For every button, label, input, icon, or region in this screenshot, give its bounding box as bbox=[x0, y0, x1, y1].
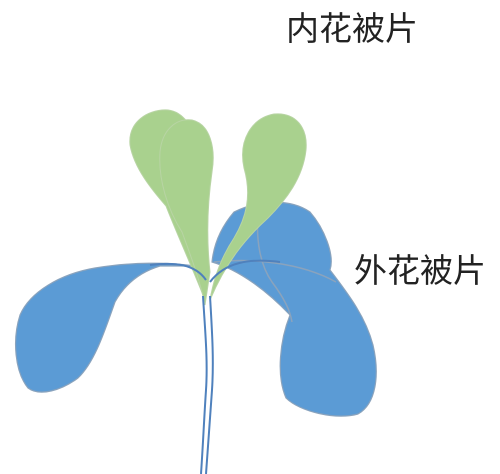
inner-tepal-label: 内花被片 bbox=[286, 12, 418, 45]
stem bbox=[201, 296, 207, 474]
outer-tepal-left bbox=[16, 263, 195, 392]
outer-tepal-label: 外花被片 bbox=[354, 254, 486, 287]
